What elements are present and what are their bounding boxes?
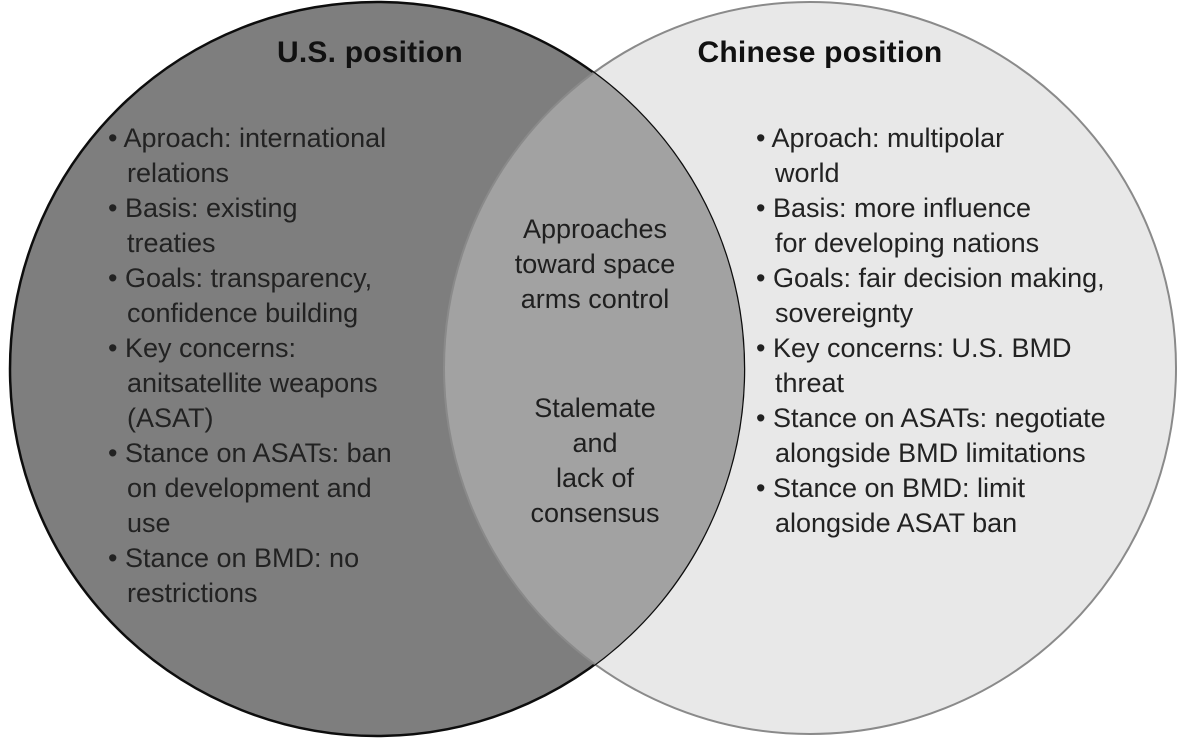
list-line: • Aproach: international (108, 123, 387, 153)
overlap-label-bottom: Stalemate and lack of consensus (530, 393, 660, 528)
chinese-position-title: Chinese position (697, 36, 943, 69)
list-line: on development and (127, 473, 372, 503)
china-position-list: • Aproach: multipolar world • Basis: more … (756, 121, 1176, 541)
list-line: • Stance on BMD: no (108, 543, 360, 573)
list-line: • Key concerns: U.S. BMD (756, 333, 1072, 363)
list-line: confidence building (127, 298, 359, 328)
list-line: • Basis: more influence (756, 193, 1032, 223)
list-line: anitsatellite weapons (127, 368, 378, 398)
list-line: • Stance on ASATs: ban (108, 438, 392, 468)
list-line: • Aproach: multipolar (756, 123, 1005, 153)
list-line: • Stance on BMD: limit (756, 473, 1026, 503)
list-line: world (775, 158, 840, 188)
list-line: use (127, 508, 171, 538)
overlap-region (443, 2, 744, 735)
list-line: treaties (127, 228, 216, 258)
list-line: alongside BMD limitations (775, 438, 1086, 468)
list-line: • Goals: transparency, (108, 263, 373, 293)
list-line: • Key concerns: (108, 333, 297, 363)
list-line: • Stance on ASATs: negotiate (756, 403, 1106, 433)
list-line: alongside ASAT ban (775, 508, 1018, 538)
us-position-title: U.S. position (277, 36, 463, 69)
list-line: • Goals: fair decision making, (756, 263, 1105, 293)
list-line: relations (127, 158, 230, 188)
list-line: for developing nations (775, 228, 1040, 258)
overlap-label-top: Approaches toward space arms control (514, 214, 676, 314)
list-line: threat (775, 368, 845, 398)
list-line: restrictions (127, 578, 258, 608)
list-line: sovereignty (775, 298, 914, 328)
list-line: (ASAT) (127, 403, 214, 433)
us-position-list: • Aproach: international relations • Basis… (108, 121, 478, 611)
list-line: • Basis: existing (108, 193, 298, 223)
